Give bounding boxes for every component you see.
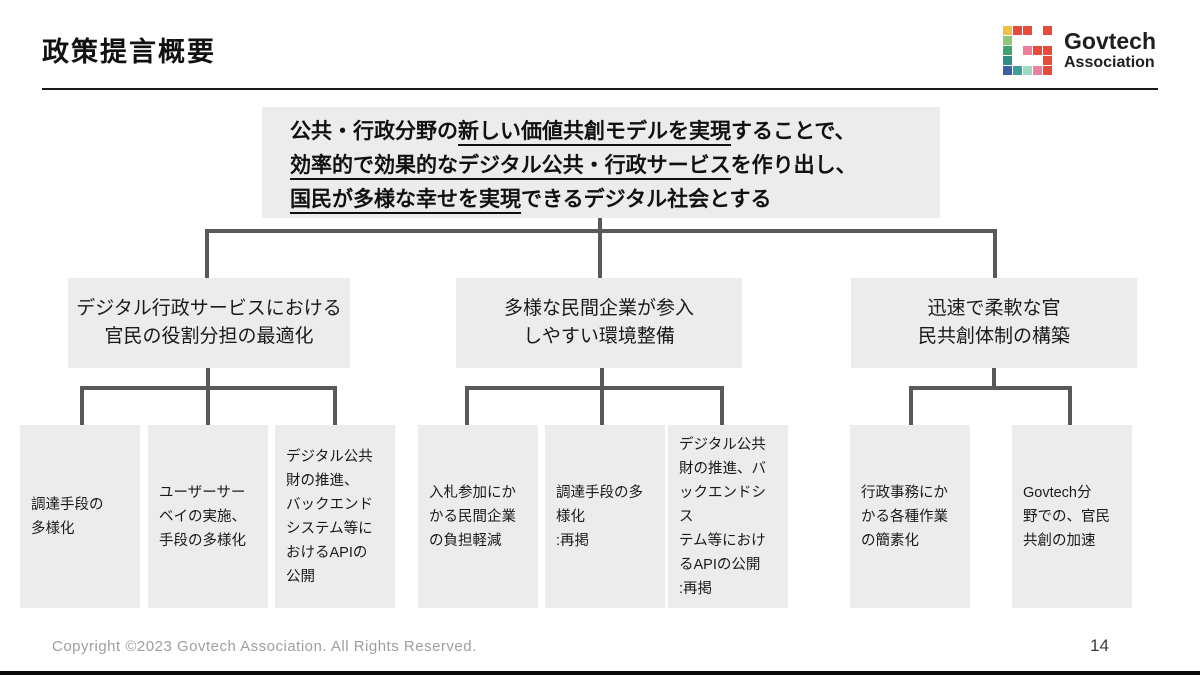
connector-line <box>465 386 469 425</box>
page-number: 14 <box>1090 636 1109 655</box>
sub-box-1-1: 調達手段の 多様化 <box>20 425 140 608</box>
logo-name: Govtech <box>1064 28 1157 55</box>
connector-line <box>992 368 996 387</box>
connector-line <box>909 386 913 425</box>
connector-line <box>993 229 997 278</box>
title-divider <box>42 88 1158 90</box>
sub-box-2-3: デジタル公共 財の推進、バ ックエンドシス テム等におけ るAPIの公開 :再掲 <box>668 425 788 608</box>
connector-line <box>80 386 84 425</box>
connector-line <box>1068 386 1072 425</box>
connector-line <box>598 229 602 278</box>
bottom-edge <box>0 671 1200 675</box>
goal-text: 公共・行政分野の <box>290 120 458 143</box>
connector-line <box>205 229 209 278</box>
connector-line <box>465 386 724 390</box>
connector-line <box>909 386 1072 390</box>
sub-box-2-2: 調達手段の多 様化 :再掲 <box>545 425 665 608</box>
goal-text-underlined: 新しい価値共創モデルを実現 <box>458 120 731 146</box>
goal-box: 公共・行政分野の新しい価値共創モデルを実現することで、 効率的で効果的なデジタル… <box>262 107 940 218</box>
connector-line <box>720 386 724 425</box>
pillar-box-3: 迅速で柔軟な官 民共創体制の構築 <box>851 278 1137 368</box>
govtech-logo-icon <box>1003 26 1052 75</box>
sub-box-1-3: デジタル公共 財の推進、 バックエンド システム等に おけるAPIの 公開 <box>275 425 395 608</box>
connector-line <box>600 368 604 425</box>
goal-line-1: 公共・行政分野の新しい価値共創モデルを実現することで、 <box>290 115 940 149</box>
connector-line <box>598 218 602 231</box>
sub-box-3-1: 行政事務にか かる各種作業 の簡素化 <box>850 425 970 608</box>
connector-line <box>206 368 210 425</box>
goal-text-underlined: 効率的で効果的なデジタル公共・行政サービス <box>290 154 731 180</box>
sub-box-1-2: ユーザーサー ベイの実施、 手段の多様化 <box>148 425 268 608</box>
page-title: 政策提言概要 <box>42 37 216 67</box>
govtech-logo-text: Govtech Association <box>1064 28 1157 72</box>
govtech-logo: Govtech Association <box>1003 26 1156 75</box>
connector-line <box>333 386 337 425</box>
sub-box-3-2: Govtech分 野での、官民 共創の加速 <box>1012 425 1132 608</box>
goal-text: できるデジタル社会とする <box>521 188 772 211</box>
sub-box-2-1: 入札参加にか かる民間企業 の負担軽減 <box>418 425 538 608</box>
pillar-box-1: デジタル行政サービスにおける 官民の役割分担の最適化 <box>68 278 350 368</box>
goal-text-underlined: 国民が多様な幸せを実現 <box>290 188 521 214</box>
logo-subname: Association <box>1064 54 1155 72</box>
goal-line-2: 効率的で効果的なデジタル公共・行政サービスを作り出し、 <box>290 149 940 183</box>
goal-text: することで、 <box>731 120 856 143</box>
copyright-text: Copyright ©2023 Govtech Association. All… <box>52 638 477 655</box>
goal-line-3: 国民が多様な幸せを実現できるデジタル社会とする <box>290 183 940 217</box>
pillar-box-2: 多様な民間企業が参入 しやすい環境整備 <box>456 278 742 368</box>
connector-line <box>80 386 337 390</box>
goal-text: を作り出し、 <box>730 154 857 177</box>
